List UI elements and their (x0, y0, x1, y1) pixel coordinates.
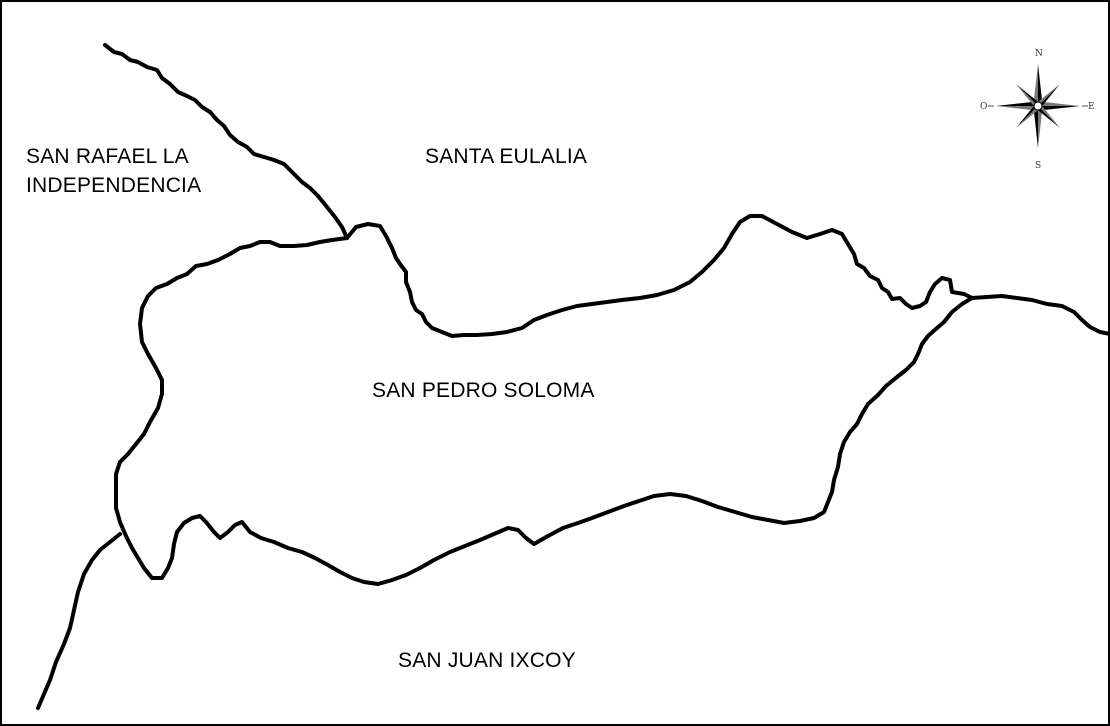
boundary-north-soloma (345, 214, 974, 338)
boundary-east-soloma (114, 236, 974, 586)
boundary-northwest (103, 43, 349, 240)
compass-north: N (1035, 49, 1043, 59)
compass-west: O (980, 102, 987, 112)
boundary-east (970, 294, 1108, 336)
label-san-rafael-line2: INDEPENDENCIA (26, 174, 202, 197)
compass-star (988, 64, 1088, 148)
label-san-pedro-soloma: SAN PEDRO SOLOMA (372, 379, 595, 402)
label-santa-eulalia: SANTA EULALIA (425, 145, 588, 168)
compass-rose-icon: N S O E (980, 49, 1095, 171)
boundary-southwest (36, 532, 122, 710)
label-san-juan-ixcoy: SAN JUAN IXCOY (398, 649, 576, 672)
compass-east: E (1088, 102, 1095, 112)
label-san-rafael-line1: SAN RAFAEL LA (26, 145, 189, 168)
compass-south: S (1035, 161, 1041, 171)
